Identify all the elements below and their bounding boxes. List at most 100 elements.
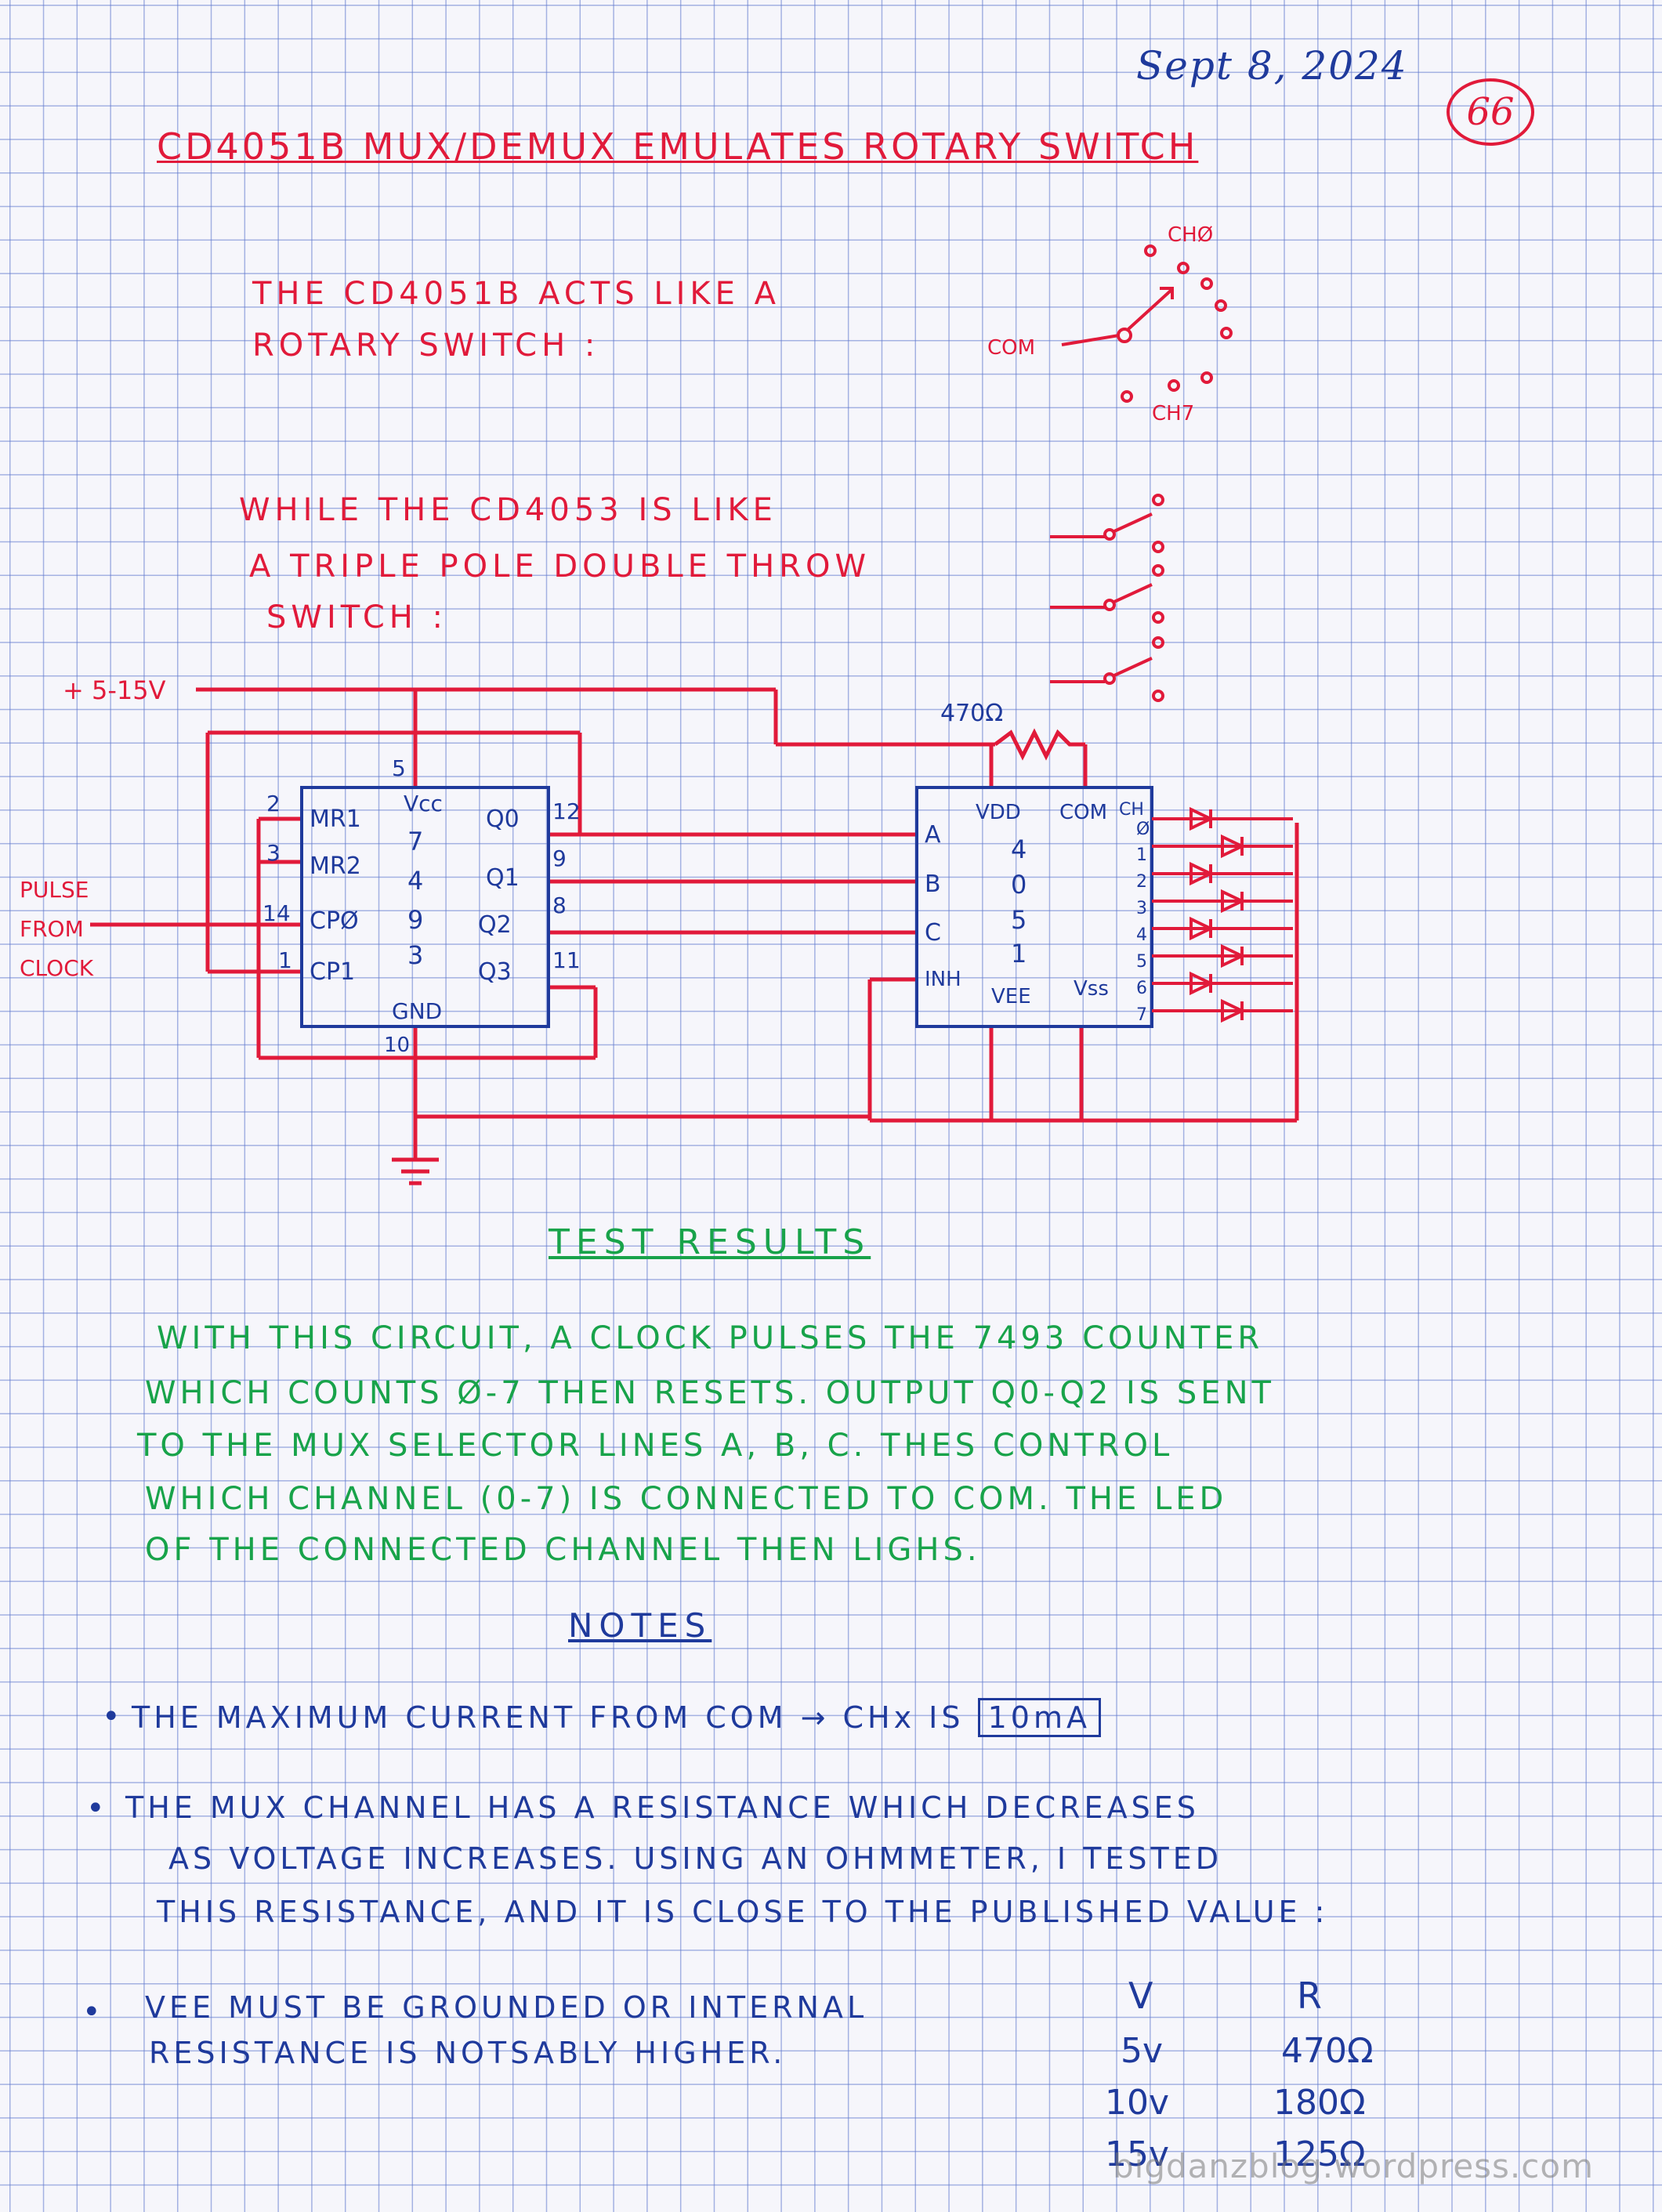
note-1-text: THE MAXIMUM CURRENT FROM COM → CHx IS — [132, 1700, 965, 1735]
table-row: 15v 125Ω — [1089, 2134, 1418, 2186]
rotary-ch7-label: CH7 — [1152, 402, 1194, 425]
mux-channel-label: 2 — [1136, 872, 1147, 892]
test-results-line: WHICH COUNTS Ø-7 THEN RESETS. OUTPUT Q0-… — [145, 1375, 1275, 1411]
mux-vdd: VDD — [976, 801, 1021, 824]
table-cell-resistance: 180Ω — [1273, 2083, 1366, 2123]
table-cell-voltage: 5v — [1121, 2031, 1164, 2071]
notes-heading: NOTES — [568, 1606, 712, 1645]
channel-leds — [1152, 806, 1293, 1023]
mux-chip-digit: 4 — [1011, 834, 1027, 864]
counter-chip-digit: 9 — [407, 905, 423, 935]
pulse-label-3: CLOCK — [20, 955, 94, 981]
table-cell-resistance: 125Ω — [1273, 2134, 1366, 2174]
mux-channel-label: 3 — [1136, 899, 1147, 918]
table-header-v: V — [1128, 1975, 1153, 2017]
counter-vcc: Vcc — [404, 791, 443, 816]
pulse-label-2: FROM — [20, 916, 84, 942]
rotary-ch0-label: CHØ — [1168, 223, 1213, 247]
circuit-schematic: + 5-15V 470Ω PULSE FROM CLOCK 5 Vcc GND … — [20, 675, 1299, 1186]
counter-pin-name: MR2 — [310, 853, 361, 880]
resistance-table: V R 5v 470Ω 10v 180Ω 15v 125Ω — [1089, 1975, 1418, 2186]
counter-gnd-pin: 10 — [384, 1034, 410, 1057]
intro-line-1: THE CD4051B ACTS LIKE A — [252, 276, 780, 312]
counter-pin-name: Q1 — [486, 864, 520, 892]
counter-pin-num: 12 — [552, 798, 581, 824]
counter-chip-digit: 3 — [407, 940, 423, 970]
rotary-com-label: COM — [987, 336, 1035, 360]
test-results-line: WHICH CHANNEL (0-7) IS CONNECTED TO COM.… — [145, 1481, 1228, 1517]
mux-input-label: INH — [925, 968, 961, 991]
page-title: CD4051B MUX/DEMUX EMULATES ROTARY SWITCH — [157, 125, 1199, 168]
intro-line-2: ROTARY SWITCH : — [252, 328, 600, 364]
mux-vee: VEE — [991, 985, 1031, 1008]
note-2-line: THE MUX CHANNEL HAS A RESISTANCE WHICH D… — [125, 1790, 1200, 1825]
counter-pin-num: 8 — [552, 892, 567, 918]
note-2-line: THIS RESISTANCE, AND IT IS CLOSE TO THE … — [157, 1895, 1329, 1929]
mux-chip — [915, 786, 1153, 1028]
watermark: bigdanzblog.wordpress.com — [1113, 2147, 1594, 2185]
table-row: 10v 180Ω — [1089, 2083, 1418, 2134]
bullet-dot: • — [86, 1790, 105, 1826]
test-results-heading: TEST RESULTS — [549, 1222, 871, 1262]
mux-channel-label: 6 — [1136, 979, 1147, 998]
counter-pin-name: CP1 — [310, 958, 355, 986]
bullet-dot: • — [82, 1994, 101, 2030]
rotary-switch-sketch: COM CHØ CH7 — [987, 223, 1233, 425]
mux-channel-label: 4 — [1136, 925, 1147, 945]
counter-pin-num: 3 — [266, 840, 281, 866]
intro-line-4: A TRIPLE POLE DOUBLE THROW — [249, 548, 871, 585]
note-2-line: AS VOLTAGE INCREASES. USING AN OHMMETER,… — [168, 1841, 1223, 1876]
mux-chip-digit: 0 — [1011, 870, 1027, 900]
counter-chip — [300, 786, 550, 1028]
mux-chip-digit: 5 — [1011, 905, 1027, 935]
note-3-line: VEE MUST BE GROUNDED OR INTERNAL — [145, 1990, 868, 2025]
test-results-line: WITH THIS CIRCUIT, A CLOCK PULSES THE 74… — [157, 1320, 1264, 1356]
counter-pin-name: Q3 — [478, 958, 512, 986]
mux-channel-label: 5 — [1136, 952, 1147, 972]
mux-vss: Vss — [1074, 977, 1109, 1001]
counter-pin-num: 14 — [263, 900, 291, 926]
note-1-value: 10mA — [977, 1698, 1101, 1737]
counter-pin-name: CPØ — [310, 907, 359, 935]
table-row: 5v 470Ω — [1089, 2031, 1418, 2083]
counter-chip-digit: 7 — [407, 827, 423, 856]
counter-vcc-pin: 5 — [392, 755, 406, 781]
intro-line-5: SWITCH : — [266, 599, 448, 635]
table-header-row: V R — [1089, 1975, 1418, 2031]
mux-input-label: A — [925, 821, 941, 849]
supply-label: + 5-15V — [63, 675, 166, 705]
counter-pin-name: Q2 — [478, 911, 512, 939]
mux-ch: CH — [1119, 800, 1144, 820]
note-3-line: RESISTANCE IS NOTSABLY HIGHER. — [149, 2036, 787, 2070]
mux-com: COM — [1059, 801, 1107, 824]
mux-channel-label: Ø — [1136, 820, 1150, 839]
counter-pin-name: Q0 — [486, 806, 520, 833]
intro-line-3: WHILE THE CD4053 IS LIKE — [239, 492, 777, 528]
counter-pin-num: 2 — [266, 791, 281, 816]
resistor-label: 470Ω — [940, 700, 1003, 727]
mux-input-label: B — [925, 871, 941, 898]
counter-chip-digit: 4 — [407, 866, 423, 896]
page-number: 66 — [1447, 78, 1534, 146]
tpdt-switch-sketch — [1050, 494, 1164, 702]
table-cell-voltage: 15v — [1105, 2134, 1170, 2174]
mux-chip-digit: 1 — [1011, 939, 1027, 968]
bullet-dot: • — [102, 1699, 121, 1735]
test-results-line: OF THE CONNECTED CHANNEL THEN LIGHS. — [145, 1532, 981, 1568]
page-date: Sept 8, 2024 — [1136, 43, 1408, 89]
counter-pin-name: MR1 — [310, 806, 361, 833]
test-results-line: TO THE MUX SELECTOR LINES A, B, C. THES … — [137, 1428, 1174, 1464]
table-cell-resistance: 470Ω — [1281, 2031, 1374, 2071]
table-cell-voltage: 10v — [1105, 2083, 1170, 2123]
table-header-r: R — [1297, 1975, 1322, 2017]
pulse-label-1: PULSE — [20, 877, 89, 903]
counter-gnd: GND — [392, 998, 442, 1024]
counter-pin-num: 1 — [278, 947, 292, 973]
mux-channel-label: 7 — [1136, 1005, 1147, 1025]
note-1: THE MAXIMUM CURRENT FROM COM → CHx IS 10… — [132, 1698, 1101, 1737]
mux-input-label: C — [925, 919, 941, 947]
resistor-470 — [994, 728, 1085, 761]
counter-pin-num: 11 — [552, 947, 581, 973]
mux-channel-label: 1 — [1136, 845, 1147, 865]
counter-pin-num: 9 — [552, 845, 567, 871]
